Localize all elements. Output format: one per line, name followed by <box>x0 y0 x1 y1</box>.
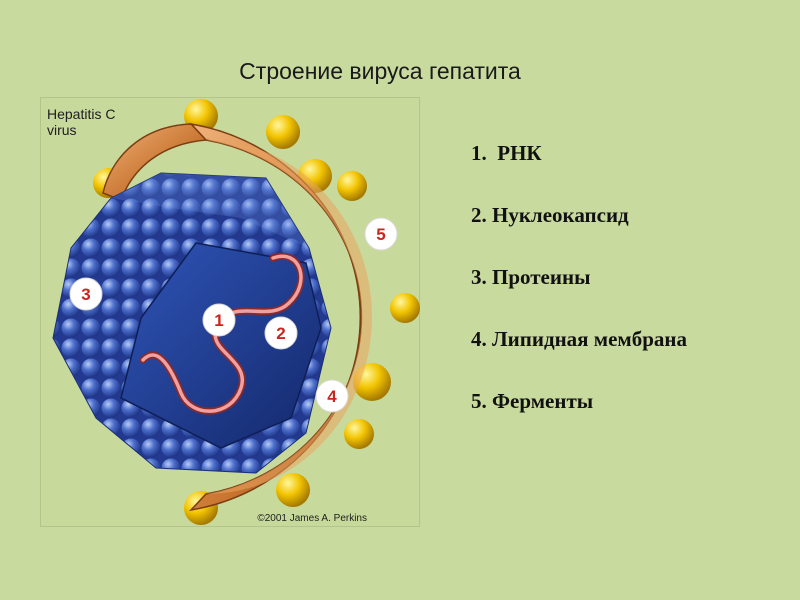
legend-text: Протеины <box>492 265 591 289</box>
figure-caption-line: Hepatitis C <box>47 106 116 122</box>
svg-text:4: 4 <box>327 387 337 406</box>
marker-badge-1: 1 <box>202 303 236 337</box>
virus-illustration: 1 2 3 4 5 <box>52 99 420 525</box>
enzyme-knob <box>276 473 310 507</box>
capsid-core <box>120 242 322 449</box>
marker-badge-4: 4 <box>315 379 349 413</box>
marker-badge-5: 5 <box>364 217 398 251</box>
legend-list: 1. РНК 2. Нуклеокапсид 3. Протеины 4. Ли… <box>471 138 687 448</box>
svg-text:5: 5 <box>376 225 385 244</box>
lipid-envelope <box>102 122 372 512</box>
legend-number: 3. <box>471 265 487 289</box>
legend-text: Ферменты <box>492 389 594 413</box>
figure-credit: ©2001 James A. Perkins <box>257 513 367 524</box>
virus-figure: 1 2 3 4 5 H <box>40 97 420 527</box>
legend-number: 2. <box>471 203 487 227</box>
legend-text: Липидная мембрана <box>492 327 687 351</box>
legend-number: 5. <box>471 389 487 413</box>
legend-item: 1. РНК <box>471 138 687 168</box>
legend-number: 4. <box>471 327 487 351</box>
enzyme-knob <box>337 171 367 201</box>
svg-text:2: 2 <box>276 324 285 343</box>
enzyme-knob <box>266 115 300 149</box>
marker-badge-2: 2 <box>264 316 298 350</box>
marker-badge-3: 3 <box>69 277 103 311</box>
legend-item: 3. Протеины <box>471 262 687 292</box>
figure-caption: Hepatitis C virus <box>47 106 115 138</box>
legend-text: РНК <box>497 141 542 165</box>
legend-item: 5. Ферменты <box>471 386 687 416</box>
svg-text:3: 3 <box>81 285 90 304</box>
figure-caption-line: virus <box>47 122 77 138</box>
marker-badges: 1 2 3 4 5 <box>69 217 398 413</box>
enzyme-knob <box>390 293 420 323</box>
enzyme-knob <box>344 419 374 449</box>
slide-title: Строение вируса гепатита <box>239 58 521 84</box>
legend-number: 1. <box>471 141 487 165</box>
legend-text: Нуклеокапсид <box>492 203 629 227</box>
svg-text:1: 1 <box>214 311 223 330</box>
enzyme-knobs <box>93 99 420 525</box>
legend-item: 4. Липидная мембрана <box>471 324 687 354</box>
legend-item: 2. Нуклеокапсид <box>471 200 687 230</box>
